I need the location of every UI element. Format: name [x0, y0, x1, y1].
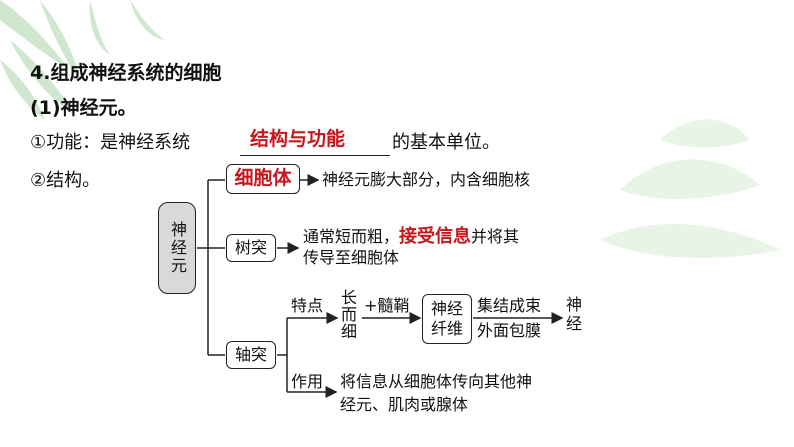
axon-label: 轴突 [234, 345, 267, 364]
role-line2: 经元、肌肉或腺体 [340, 395, 469, 414]
dendrite-desc-prefix: 通常短而粗， [303, 227, 400, 246]
dendrite-desc-suffix: 并将其 [471, 227, 520, 246]
dendrite-label: 树突 [234, 238, 267, 257]
dendrite-answer: 接受信息 [399, 226, 472, 247]
neuron-root-label: 神经元 [168, 221, 187, 275]
dendrite-desc-line2: 传导至细胞体 [303, 248, 400, 267]
function-answer: 结构与功能 [250, 128, 346, 150]
cell-body-desc: 神经元膨大部分，内含细胞核 [322, 170, 531, 189]
dendrite-desc-line1: 通常短而粗，接受信息并将其 [303, 225, 519, 248]
cell-body-label: 细胞体 [234, 167, 292, 190]
feature-label: 特点 [291, 296, 324, 315]
section-heading: 4.组成神经系统的细胞 [30, 62, 222, 84]
subheading: (1)神经元。 [30, 97, 137, 119]
nerve-fiber-box: 神经纤维 [422, 294, 472, 344]
lotus-decoration [600, 119, 780, 259]
structure-line: ②结构。 [30, 170, 101, 191]
bundle-line1: 集结成束 [477, 296, 542, 315]
nerve-label: 神经 [563, 296, 582, 334]
cell-body-box: 细胞体 [226, 164, 300, 194]
feature-desc: 长而细 [338, 289, 357, 340]
nerve-fiber-label: 神经纤维 [430, 299, 463, 338]
neuron-root-box: 神经元 [158, 202, 196, 294]
answer-blank [240, 133, 390, 156]
myelin-label: +髓鞘 [364, 296, 410, 315]
willow-leaves-decoration [0, 0, 165, 120]
dendrite-box: 树突 [226, 234, 276, 262]
function-prefix: ①功能：是神经系统 [30, 132, 191, 153]
axon-box: 轴突 [226, 341, 276, 369]
role-label: 作用 [291, 372, 324, 391]
function-suffix: 的基本单位。 [392, 132, 500, 153]
bundle-line2: 外面包膜 [477, 321, 542, 340]
role-line1: 将信息从细胞体传向其他神 [340, 372, 533, 391]
